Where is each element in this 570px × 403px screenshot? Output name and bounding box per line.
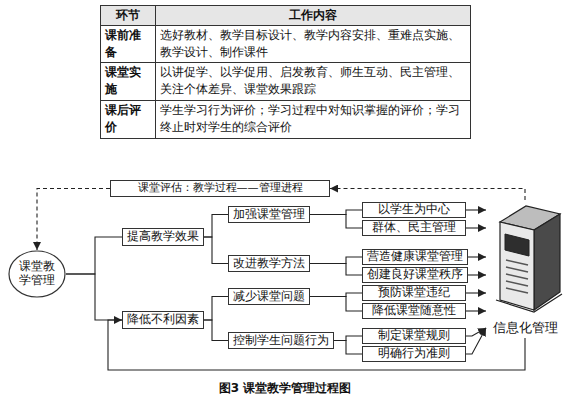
node-label: 制定课堂规则 xyxy=(378,329,450,343)
table-header-cell: 课前准备 xyxy=(100,25,155,62)
process-box: 降低不利因素 xyxy=(122,311,204,329)
connector xyxy=(466,310,486,311)
node-label: 控制学生问题行为 xyxy=(233,334,329,348)
table-lines xyxy=(100,5,471,139)
table-header-cell: 课堂实施 xyxy=(100,62,155,100)
node-label: 减少课堂问题 xyxy=(233,290,305,304)
table-header-cell: 环节 xyxy=(100,5,155,25)
figure-caption: 图3 课堂教学管理过程图 xyxy=(0,380,570,397)
connector xyxy=(468,256,486,257)
connector xyxy=(468,274,486,275)
connector xyxy=(466,209,486,210)
node-label: 信息化管理 xyxy=(491,321,560,336)
connector xyxy=(310,210,362,215)
connector xyxy=(66,274,122,320)
node-label: 课堂教学管理 xyxy=(17,260,57,288)
start-ellipse: 课堂教学管理 xyxy=(8,250,66,298)
node-label: 改进教学方法 xyxy=(233,257,305,271)
connector xyxy=(204,237,228,264)
connector xyxy=(204,297,228,321)
connector xyxy=(66,237,122,274)
node-label: 明确行为准则 xyxy=(378,347,450,361)
process-box: 加强课堂管理 xyxy=(228,206,310,223)
table-cell: 选好教材、教学目标设计、教学内容安排、重难点实施、教学设计、制作课件 xyxy=(155,25,470,62)
leaf-box: 制定课堂规则 xyxy=(362,328,466,344)
assessment-band: 课堂评估：教学过程——管理进程 xyxy=(110,180,330,197)
connector xyxy=(310,264,362,276)
leaf-box: 以学生为中心 xyxy=(362,202,466,218)
node-label: 创建良好课堂秩序 xyxy=(367,268,463,282)
connector xyxy=(334,336,362,341)
connector xyxy=(204,320,228,341)
connector xyxy=(330,189,525,201)
node-label: 营造健康课堂管理 xyxy=(367,250,463,264)
connector xyxy=(310,215,362,229)
connector xyxy=(466,292,486,293)
table-header-cell: 课后评价 xyxy=(100,100,155,138)
node-label: 降低不利因素 xyxy=(127,313,199,327)
table-header-cell: 工作内容 xyxy=(155,5,470,25)
process-box: 提高教学效果 xyxy=(122,228,204,246)
node-label: 降低课堂随意性 xyxy=(372,304,456,318)
computer-icon xyxy=(486,200,564,318)
table-cell: 学生学习行为评价；学习过程中对知识掌握的评价；学习终止时对学生的综合评价 xyxy=(155,100,470,138)
node-label: 提高教学效果 xyxy=(127,230,199,244)
process-box: 改进教学方法 xyxy=(228,255,310,272)
connector xyxy=(37,189,110,251)
leaf-box: 群体、民主管理 xyxy=(362,220,466,236)
connector xyxy=(466,328,486,336)
connector xyxy=(204,215,228,238)
table-cell: 以讲促学、以学促用、启发教育、师生互动、民主管理、关注个体差异、课堂效果跟踪 xyxy=(155,62,470,100)
process-box: 减少课堂问题 xyxy=(228,288,310,305)
connector xyxy=(310,297,362,312)
node-label: 以学生为中心 xyxy=(378,203,450,217)
node-label: 加强课堂管理 xyxy=(233,208,305,222)
connector xyxy=(466,227,486,228)
leaf-box: 明确行为准则 xyxy=(362,346,466,362)
connector xyxy=(466,328,486,354)
leaf-box: 预防课堂违纪 xyxy=(362,285,466,301)
node-label: 预防课堂违纪 xyxy=(378,286,450,300)
node-label: 课堂评估：教学过程——管理进程 xyxy=(138,182,303,195)
leaf-box: 营造健康课堂管理 xyxy=(362,249,468,265)
leaf-box: 降低课堂随意性 xyxy=(362,303,466,319)
connector xyxy=(310,257,362,264)
computer-node: 信息化管理 xyxy=(486,200,564,338)
leaf-box: 创建良好课堂秩序 xyxy=(362,267,468,283)
node-label: 群体、民主管理 xyxy=(372,221,456,235)
process-box: 控制学生问题行为 xyxy=(228,332,334,349)
connector xyxy=(334,341,362,355)
